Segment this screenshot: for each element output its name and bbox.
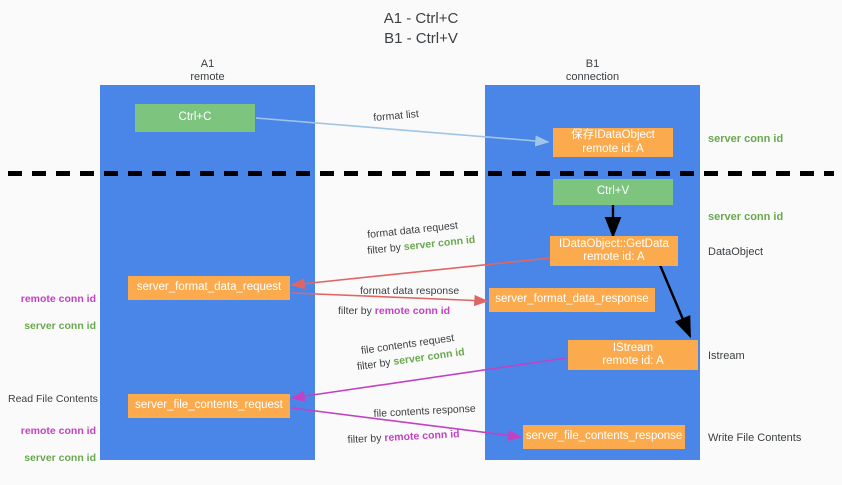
note-remote-conn-id: remote conn id [20,292,96,305]
note-server-conn-id-top: server conn id [708,133,784,145]
node-server-file-contents-request[interactable]: server_file_contents_request [128,394,290,418]
note-conn-ids-mid: remote conn id server conn id [0,279,96,333]
filter-prefix: filter by [338,305,375,317]
node-idataobject-getdata[interactable]: IDataObject::GetData remote id: A [550,236,678,266]
arrow-format-data-response [291,292,489,307]
lane-a1-header: A1 remote [190,58,225,83]
note-server-conn-id: server conn id [24,319,96,332]
node-server-file-contents-response[interactable]: server_file_contents_response [523,425,685,449]
node-ctrl-c[interactable]: Ctrl+C [135,104,255,132]
note-read-file-contents: Read File Contents [8,393,98,405]
phase-divider [8,171,834,176]
node-server-format-data-request[interactable]: server_format_data_request [128,276,290,300]
filter-key-remote-conn-id: remote conn id [374,305,451,317]
filter-prefix: filter by [347,432,385,447]
filter-prefix: filter by [366,241,405,258]
arrow-format-data-request [290,257,551,290]
note-conn-ids-bottom: remote conn id server conn id [0,411,96,465]
lane-b1-header: B1 connection [565,58,620,83]
diagram-title: A1 - Ctrl+C B1 - Ctrl+V [383,10,459,47]
node-server-format-data-response[interactable]: server_format_data_response [489,288,655,312]
node-save-idataobject[interactable]: 保存IDataObject remote id: A [553,128,673,157]
note-server-conn-id: server conn id [24,451,96,464]
note-remote-conn-id: remote conn id [20,424,96,437]
node-istream[interactable]: IStream remote id: A [568,340,698,370]
edge-label-format-data-response: format data response [360,285,460,297]
note-istream: Istream [708,350,745,362]
arrow-format-list [255,117,550,147]
edge-label-format-data-response-filter: filter by remote conn id [338,305,450,318]
note-write-file-contents: Write File Contents [708,432,802,444]
arrow-file-contents-response [291,407,523,441]
node-ctrl-v[interactable]: Ctrl+V [553,179,673,205]
filter-key-remote-conn-id: remote conn id [384,428,460,445]
arrow-file-contents-request [290,357,567,402]
note-server-conn-id-mid: server conn id [708,211,784,223]
note-dataobject: DataObject [708,246,764,258]
arrow-getdata-to-istream [658,264,692,339]
